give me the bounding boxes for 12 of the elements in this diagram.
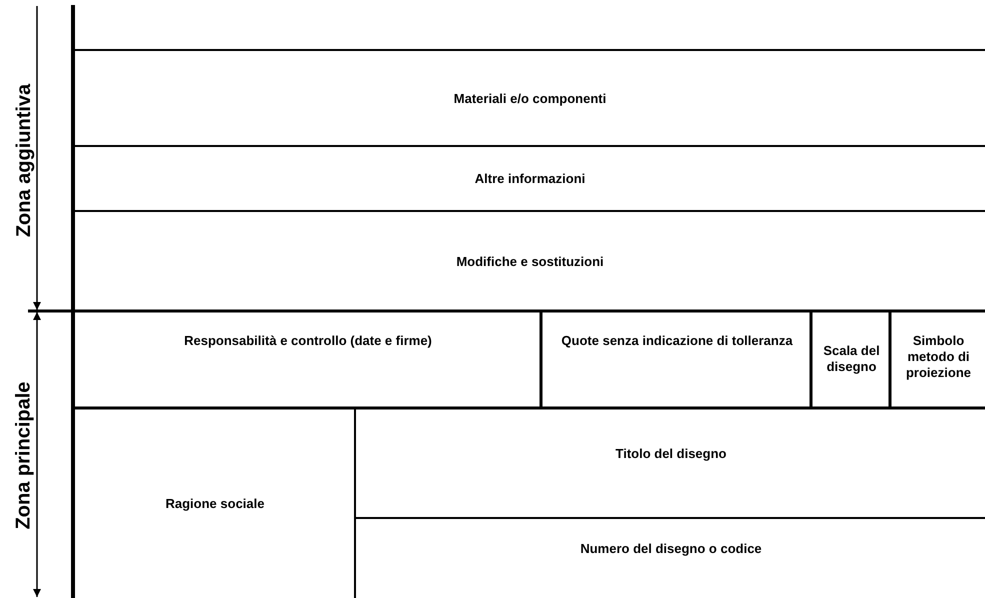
cell-label: Modifiche e sostituzioni — [455, 254, 605, 270]
cell-label: Responsabilità e controllo (date e firme) — [183, 333, 433, 349]
cell-label: Ragione sociale — [164, 496, 266, 512]
cell-label: Simbolo metodo di proiezione — [904, 333, 972, 381]
zone-label: Zona aggiuntiva — [12, 83, 36, 237]
cell-label: Titolo del disegno — [614, 446, 728, 462]
zone-label: Zona principale — [12, 381, 36, 529]
cell-label: Materiali e/o componenti — [452, 90, 608, 106]
cell-label: Altre informazioni — [474, 171, 586, 187]
cell-label: Scala del disegno — [822, 343, 881, 375]
cell-label: Numero del disegno o codice — [579, 540, 763, 556]
cell-label: Quote senza indicazione di tolleranza — [560, 333, 794, 349]
